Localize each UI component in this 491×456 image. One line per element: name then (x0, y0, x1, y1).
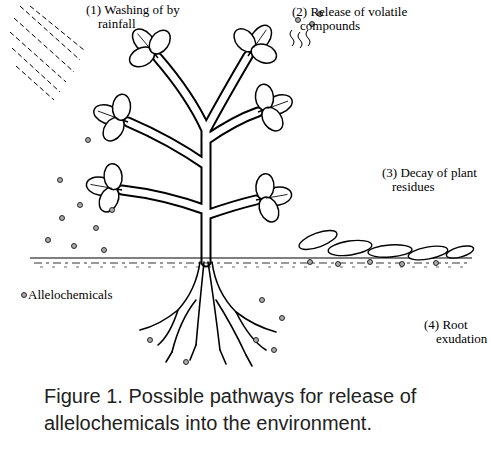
pathway-label: (2) Release of volatile compounds (292, 5, 416, 33)
plant-residues (297, 227, 475, 263)
pathway-label: (3) Decay of plant residues (382, 166, 477, 194)
pathway-label: (4) Root exudation (424, 318, 491, 346)
legend-note: Allelochemicals (28, 288, 148, 302)
plant-stem (122, 56, 258, 262)
pathway-label: (1) Washing of by rainfall (86, 3, 181, 31)
soil-line (30, 258, 472, 267)
rainfall (10, 6, 84, 100)
leaf-cluster (82, 11, 301, 226)
figure-caption: Figure 1. Possible pathways for release … (44, 383, 449, 437)
allelochemical-dot (22, 12, 439, 365)
roots (140, 262, 276, 366)
